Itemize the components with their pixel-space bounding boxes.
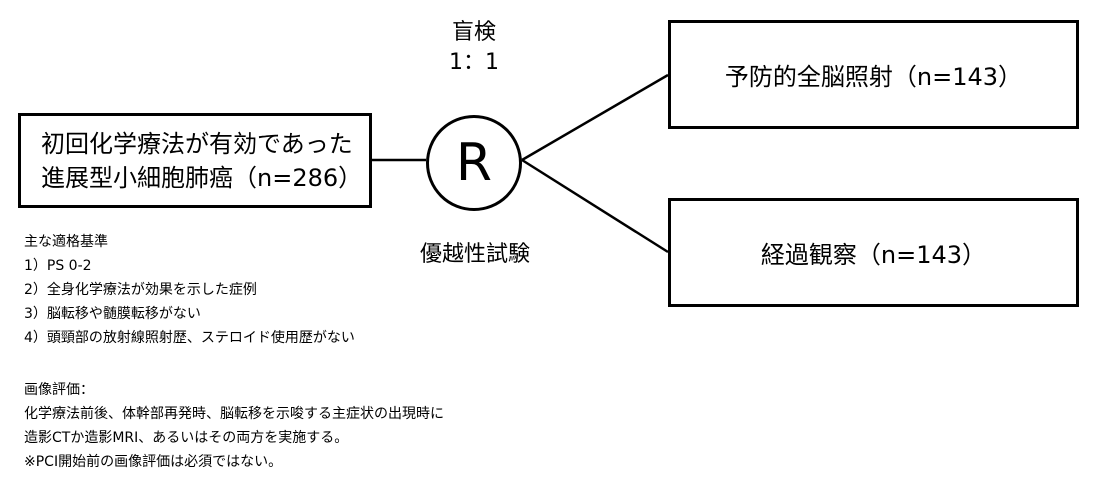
eligibility-item: 3）脳転移や髄膜転移がない bbox=[24, 306, 201, 322]
blinding-text: 盲検 bbox=[451, 20, 496, 45]
imaging-line: 造影CTか造影MRI、あるいはその両方を実施する。 bbox=[24, 430, 349, 446]
imaging-title: 画像評価： bbox=[24, 382, 94, 398]
imaging-line: 化学療法前後、体幹部再発時、脳転移を示唆する主症状の出現時に bbox=[24, 406, 444, 422]
imaging-line: ※PCI開始前の画像評価は必須ではない。 bbox=[24, 454, 283, 470]
randomization-node: R bbox=[426, 115, 522, 211]
population-box: 初回化学療法が有効であった 進展型小細胞肺癌（n=286） bbox=[18, 113, 372, 208]
arm-observation-label: 経過観察（n=143） bbox=[760, 241, 987, 269]
eligibility-item: 2）全身化学療法が効果を示した症例 bbox=[24, 282, 257, 298]
arm-pci-box: 予防的全脳照射（n=143） bbox=[668, 20, 1079, 129]
arm-observation-box: 経過観察（n=143） bbox=[668, 198, 1079, 307]
imaging-evaluation: 画像評価： 化学療法前後、体幹部再発時、脳転移を示唆する主症状の出現時に 造影C… bbox=[24, 378, 444, 474]
eligibility-title: 主な適格基準 bbox=[24, 234, 108, 250]
allocation-ratio: 1：1 bbox=[449, 50, 499, 75]
eligibility-item: 1）PS 0-2 bbox=[24, 258, 92, 274]
arm-pci-label: 予防的全脳照射（n=143） bbox=[724, 63, 1023, 91]
trial-design-label: 優越性試験 bbox=[419, 242, 530, 267]
connector-randomization-to-arm-a bbox=[521, 73, 669, 162]
randomization-symbol: R bbox=[455, 133, 493, 193]
blinding-label: 盲検 1：1 bbox=[424, 18, 524, 78]
population-line-2: 進展型小細胞肺癌（n=286） bbox=[41, 163, 363, 192]
connector-randomization-to-arm-b bbox=[521, 158, 669, 254]
eligibility-item: 4）頭頸部の放射線照射歴、ステロイド使用歴がない bbox=[24, 330, 355, 346]
population-line-1: 初回化学療法が有効であった bbox=[41, 129, 353, 158]
eligibility-criteria: 主な適格基準 1）PS 0-2 2）全身化学療法が効果を示した症例 3）脳転移や… bbox=[24, 230, 355, 350]
